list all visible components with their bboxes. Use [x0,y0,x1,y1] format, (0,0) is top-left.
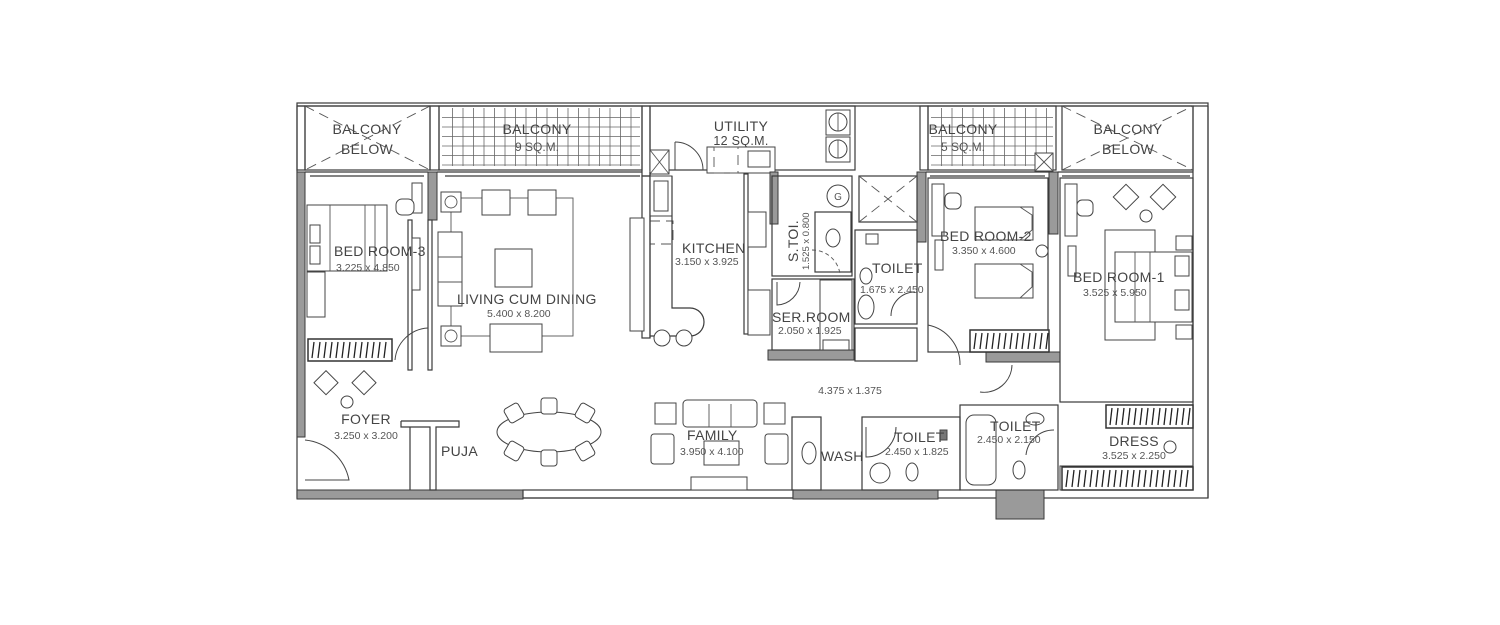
dining-table [496,397,602,467]
toilet-a: TOILET 1.675 x 2.450 [854,175,924,362]
living-label: LIVING CUM DINING [457,291,597,307]
family: FAMILY 3.950 x 4.100 [650,399,789,491]
dining-chair-icon [503,402,525,424]
armchair-icon [1149,183,1177,211]
dress: DRESS 3.525 x 2.250 [1061,404,1194,491]
washbasin-icon [857,294,875,320]
bedroom-2-label: BED ROOM-2 [940,228,1032,244]
toilet-icon [905,462,919,482]
bedroom-1-dims: 3.525 x 5.950 [1083,287,1147,299]
s-toilet-dims: 1.525 x 0.800 [801,212,812,270]
balcony-9-label: BALCONY [502,121,571,137]
armchair-icon [650,433,675,465]
passage-dims: 4.375 x 1.375 [818,385,882,397]
dining-chair-icon [574,440,596,462]
armchair-icon [764,433,789,465]
washbasin-icon [869,462,891,484]
kitchen-label: KITCHEN [682,240,746,256]
coffee-table-icon [494,248,533,288]
bedroom-3-dims: 3.225 x 4.850 [336,262,400,274]
utility-label: UTILITY [714,118,769,134]
wardrobe-icon [307,338,393,362]
balcony-5-label: BALCONY [928,121,997,137]
bar-stool-icon [675,329,693,347]
armchair-icon [1112,183,1140,211]
bed-icon [974,206,1034,241]
living-dims: 5.400 x 8.200 [487,308,551,320]
dress-label: DRESS [1109,433,1159,449]
bathtub-icon [965,414,997,486]
foyer: FOYER 3.250 x 3.200 PUJA [304,369,478,491]
toilet-a-dims: 1.675 x 2.450 [860,284,924,296]
balcony-tiles [442,108,640,166]
bedroom-3-label: BED ROOM-3 [334,243,426,259]
service-area: G S.TOI. 1.525 x 0.800 SER.ROOM 2.050 x … [771,175,855,351]
utility-area-text: 12 SQ.M. [713,134,768,148]
gas-symbol: G [834,192,842,203]
toilet-c-dims: 2.450 x 2.150 [977,434,1041,446]
toilet-icon [825,228,841,248]
toilet-a-label: TOILET [872,260,923,276]
dress-dims: 3.525 x 2.250 [1102,450,1166,462]
sofa-icon [437,231,463,307]
ser-room-label: SER.ROOM [772,309,851,325]
puja-label: PUJA [441,443,478,459]
toilet-icon [859,267,873,285]
balcony-9-area: 9 SQ.M. [515,140,559,154]
bedroom-1: BED ROOM-1 3.525 x 5.950 [1059,177,1194,403]
toilet-c-label: TOILET [990,418,1041,434]
balcony-below-left: BALCONY BELOW [296,105,431,171]
toilet-b-dims: 2.450 x 1.825 [885,446,949,458]
tv-unit-icon [690,476,748,491]
living-dining: LIVING CUM DINING 5.400 x 8.200 [437,189,597,353]
armchair-icon [481,189,511,216]
bed-icon [974,263,1034,299]
bedroom-2: BED ROOM-2 3.350 x 4.600 [927,177,1050,393]
family-dims: 3.950 x 4.100 [680,446,744,458]
foyer-label: FOYER [341,411,391,427]
stove-icon [747,211,767,248]
dining-chair-icon [503,440,525,462]
bar-stool-icon [653,329,671,347]
washbasin-icon [1025,412,1045,426]
wardrobe-icon [1105,404,1194,429]
gas-icon [826,184,850,208]
sofa-icon [682,399,758,428]
bedroom-2-dims: 3.350 x 4.600 [952,245,1016,257]
balcony-tiles [931,108,1053,166]
balcony-5-area: 5 SQ.M. [941,140,985,154]
balcony-below-left-label2: BELOW [341,141,394,157]
toilet-icon [1012,460,1026,480]
foyer-dims: 3.250 x 3.200 [334,430,398,442]
bedroom-1-label: BED ROOM-1 [1073,269,1165,285]
dining-chair-icon [540,397,558,415]
balcony-9sqm: BALCONY 9 SQ.M. [429,105,643,171]
wash-label: WASH [821,448,864,464]
armchair-icon [313,369,339,396]
dining-chair-icon [540,449,558,467]
wash: WASH [791,416,864,491]
kitchen-sink-icon [653,180,669,212]
s-toilet-label: S.TOI. [785,220,801,262]
toilet-b: TOILET 2.450 x 1.825 [861,416,961,491]
balcony-below-right: BALCONY BELOW [1061,105,1194,171]
toilet-b-label: TOILET [894,429,945,445]
balcony-below-right-label: BALCONY [1093,121,1162,137]
washbasin-icon [801,441,817,465]
armchair-icon [351,369,377,396]
balcony-below-right-label2: BELOW [1102,141,1155,157]
bedroom-3: BED ROOM-3 3.225 x 4.850 [306,182,429,362]
toilet-c: TOILET 2.450 x 2.150 [959,404,1059,491]
balcony-below-left-label: BALCONY [332,121,401,137]
utility-area: UTILITY 12 SQ.M. [641,105,856,177]
armchair-icon [527,189,557,216]
balcony-5sqm: BALCONY 5 SQ.M. [919,105,1057,172]
windows [305,171,1193,177]
utility-sink-icon [747,150,771,168]
family-label: FAMILY [687,427,738,443]
dining-chair-icon [574,402,596,424]
kitchen-dims: 3.150 x 3.925 [675,256,739,268]
ser-room-dims: 2.050 x 1.925 [778,325,842,337]
kitchen: KITCHEN 3.150 x 3.925 [629,172,771,347]
